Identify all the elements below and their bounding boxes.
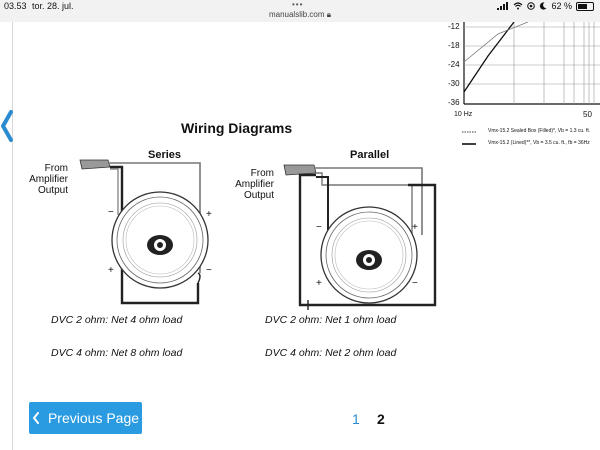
status-bar: 03.53 tor. 28. jul. ••• manualslib.com 🔒… bbox=[0, 0, 600, 22]
battery-percent: 62 % bbox=[551, 1, 572, 11]
battery-icon bbox=[576, 1, 594, 11]
y-tick-label: -18 bbox=[448, 41, 460, 50]
minus-terminal-label: − bbox=[108, 207, 114, 218]
plus-terminal-label: + bbox=[316, 278, 322, 289]
x-tick-label: 10 Hz bbox=[454, 111, 473, 118]
plus-terminal-label: + bbox=[206, 209, 212, 220]
parallel-dvc4-note: DVC 4 ohm: Net 2 ohm load bbox=[265, 347, 397, 359]
status-date: tor. 28. jul. bbox=[32, 1, 74, 11]
minus-terminal-label: − bbox=[206, 265, 212, 276]
cellular-icon bbox=[497, 2, 509, 10]
series-heading: Series bbox=[148, 149, 182, 161]
status-icons: 62 % bbox=[497, 1, 594, 11]
legend-entry: Vmx-15.2 Sealed Box (Filled)*, Vb = 1.3 … bbox=[488, 128, 591, 134]
page-link-1[interactable]: 1 bbox=[352, 411, 360, 427]
minus-terminal-label: − bbox=[316, 222, 322, 233]
from-line: From bbox=[44, 163, 68, 174]
previous-page-button[interactable]: Previous Page bbox=[29, 402, 142, 434]
address-bar[interactable]: manualslib.com 🔒︎ bbox=[0, 10, 600, 20]
output-line: Output bbox=[243, 190, 274, 201]
series-dvc2-note: DVC 2 ohm: Net 4 ohm load bbox=[51, 314, 183, 326]
from-amplifier-label: From Amplifier Output bbox=[234, 168, 274, 201]
url-text: manualslib.com bbox=[268, 10, 325, 19]
parallel-wiring-svg bbox=[283, 164, 437, 310]
y-tick-label: -36 bbox=[448, 98, 460, 107]
wifi-icon bbox=[514, 2, 523, 10]
amplifier-line: Amplifier bbox=[235, 179, 274, 190]
output-line: Output bbox=[37, 185, 68, 196]
wiring-diagrams-title: Wiring Diagrams bbox=[181, 120, 293, 136]
x-tick-label: 50 bbox=[583, 110, 592, 119]
page-current-2: 2 bbox=[377, 411, 385, 427]
moon-icon bbox=[540, 2, 547, 10]
y-tick-label: -24 bbox=[448, 60, 460, 69]
from-line: From bbox=[250, 168, 274, 179]
page-left-border bbox=[12, 22, 13, 450]
plus-terminal-label: + bbox=[412, 222, 418, 233]
parallel-dvc2-note: DVC 2 ohm: Net 1 ohm load bbox=[265, 314, 397, 326]
chevron-left-icon bbox=[32, 412, 39, 424]
from-amplifier-label: From Amplifier Output bbox=[28, 163, 68, 196]
parallel-heading: Parallel bbox=[350, 149, 390, 161]
minus-terminal-label: − bbox=[412, 278, 418, 289]
y-tick-label: -12 bbox=[448, 22, 460, 31]
legend-entry: Vmx-15.2 (Lined)**, Vb = 3.5 cu. ft., fb… bbox=[488, 140, 590, 146]
status-time: 03.53 bbox=[4, 1, 27, 11]
amplifier-line: Amplifier bbox=[29, 174, 68, 185]
previous-page-label: Previous Page bbox=[47, 410, 140, 426]
series-dvc4-note: DVC 4 ohm: Net 8 ohm load bbox=[51, 347, 183, 359]
response-graph: -12 -18 -24 -30 -36 10 Hz 50 Vmx-15.2 Se… bbox=[448, 21, 600, 152]
lock-icon: 🔒︎ bbox=[326, 10, 332, 19]
chevron-left-icon[interactable] bbox=[0, 108, 14, 144]
series-wiring-svg bbox=[79, 159, 209, 305]
plus-terminal-label: + bbox=[108, 265, 114, 276]
location-icon bbox=[527, 2, 536, 10]
more-dots-icon[interactable]: ••• bbox=[292, 0, 304, 9]
y-tick-label: -30 bbox=[448, 79, 460, 88]
